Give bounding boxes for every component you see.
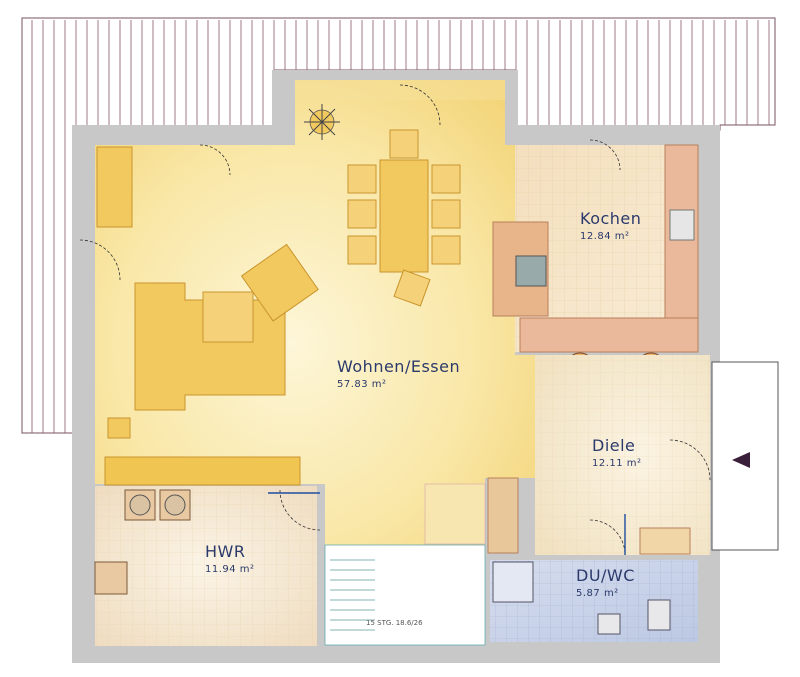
plant-icon xyxy=(304,104,340,140)
staircase xyxy=(324,483,486,646)
door-leaves xyxy=(268,492,626,555)
room-area-wohnen: 57.83 m² xyxy=(337,379,387,390)
room-area-diele: 12.11 m² xyxy=(592,458,642,469)
living-furniture xyxy=(96,129,461,486)
entrance-arrow-icon xyxy=(732,452,750,468)
room-area-duwc: 5.87 m² xyxy=(576,588,619,599)
stair-note: 15 STG. 18.6/26 xyxy=(366,619,423,627)
room-label-diele: Diele 12.11 m² xyxy=(592,436,642,469)
room-area-kochen: 12.84 m² xyxy=(580,231,630,242)
hallway-diele xyxy=(487,355,710,555)
utility-room-hwr xyxy=(94,486,317,646)
room-label-kochen: Kochen 12.84 m² xyxy=(580,209,641,242)
bathroom-duwc xyxy=(490,560,698,642)
door-swings xyxy=(79,84,711,556)
room-label-hwr: HWR 11.94 m² xyxy=(205,542,255,575)
room-name-hwr: HWR xyxy=(205,542,246,561)
room-label-wohnen: Wohnen/Essen 57.83 m² xyxy=(337,357,460,390)
room-name-duwc: DU/WC xyxy=(576,566,635,585)
room-name-kochen: Kochen xyxy=(580,209,642,228)
room-label-duwc: DU/WC 5.87 m² xyxy=(576,566,635,599)
room-name-wohnen: Wohnen/Essen xyxy=(337,357,461,376)
room-area-hwr: 11.94 m² xyxy=(205,564,255,575)
room-name-diele: Diele xyxy=(592,436,636,455)
kitchen-room xyxy=(492,144,699,382)
